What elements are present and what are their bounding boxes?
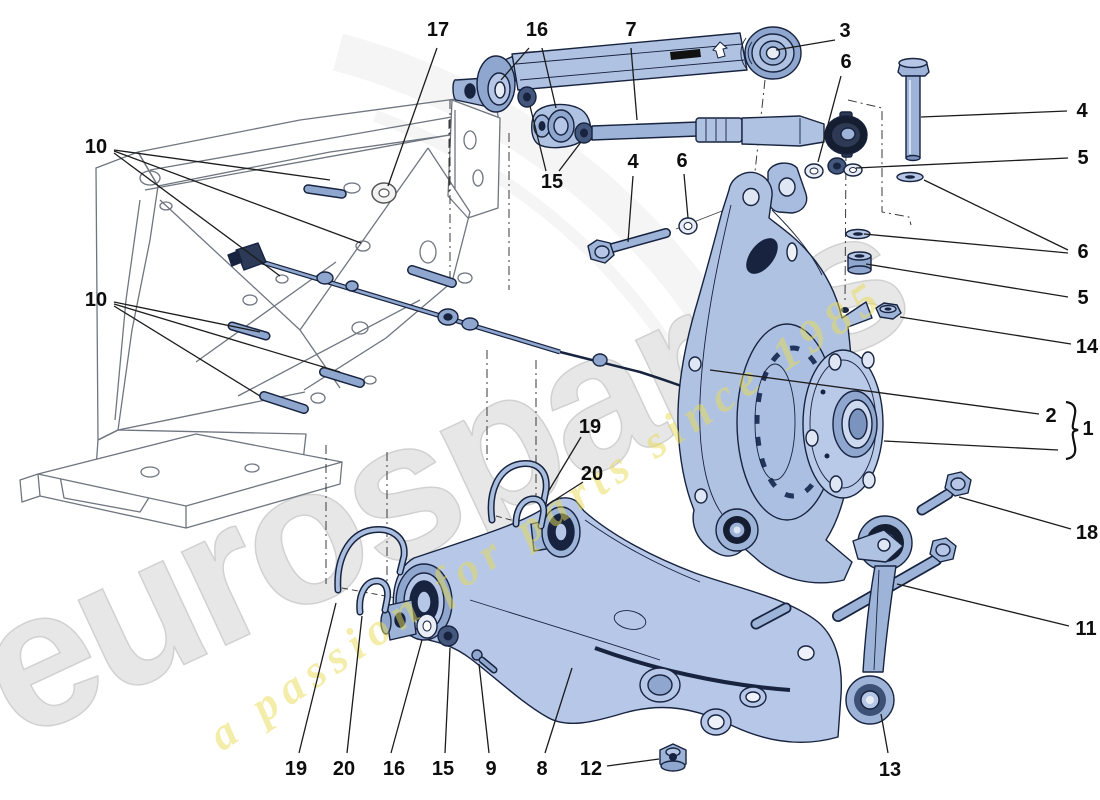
part-callout-6: 6	[840, 51, 851, 73]
leader-line	[775, 39, 836, 51]
part-callout-16: 16	[383, 758, 405, 780]
leader-line	[627, 175, 634, 243]
leader-line	[865, 263, 1069, 298]
rear-knuckle	[677, 162, 884, 584]
bolt-4-center	[587, 199, 751, 264]
leader-line	[899, 316, 1072, 345]
part-callout-8: 8	[536, 758, 547, 780]
leader-line	[896, 583, 1070, 627]
retainer-clips	[334, 460, 550, 616]
leader-line	[113, 150, 362, 244]
part-callout-6: 6	[1077, 241, 1088, 263]
part-callout-16: 16	[526, 19, 548, 41]
leader-line	[541, 47, 557, 109]
part-callout-5: 5	[1077, 287, 1088, 309]
leader-line	[298, 602, 337, 754]
lower-suspension-arm	[380, 497, 843, 772]
part-callout-7: 7	[625, 19, 636, 41]
part-callout-4: 4	[1076, 100, 1088, 122]
part-callout-15: 15	[541, 171, 563, 193]
leader-line	[113, 149, 331, 181]
leader-line	[113, 301, 261, 333]
leader-line	[500, 47, 530, 81]
part-callout-19: 19	[285, 758, 307, 780]
leader-line	[630, 47, 638, 121]
callout-brace	[1065, 400, 1079, 461]
leader-line	[817, 75, 842, 163]
leader-line	[863, 233, 1069, 254]
leader-line	[529, 105, 547, 172]
part-callout-5: 5	[1077, 147, 1088, 169]
part-callout-12: 12	[580, 758, 602, 780]
part-callout-13: 13	[879, 759, 901, 781]
leader-line	[558, 141, 582, 172]
callout-layer: 17 16 7 3 6 10 10 15 4 6 4 5 6 5 14 2 1 18 11 13 12 19 20 19 20 1…	[85, 19, 1099, 781]
leader-line	[544, 667, 573, 754]
leader-line	[958, 496, 1072, 530]
leader-line	[920, 110, 1068, 118]
adjustable-link-7	[531, 103, 868, 179]
part-callout-9: 9	[485, 758, 496, 780]
leader-line	[880, 713, 889, 754]
abs-sensor-cable	[227, 242, 705, 398]
part-callout-10: 10	[85, 136, 107, 158]
part-callout-18: 18	[1076, 522, 1098, 544]
leader-line	[113, 305, 261, 397]
leader-line	[709, 369, 1040, 415]
part-callout-19: 19	[579, 416, 601, 438]
part-callout-20: 20	[581, 463, 603, 485]
leader-line	[444, 647, 451, 754]
part-callout-15: 15	[432, 758, 454, 780]
part-callout-6: 6	[676, 150, 687, 172]
subframe-wireframe	[19, 95, 501, 529]
leader-line	[547, 436, 582, 493]
leader-line	[387, 47, 438, 187]
part-callout-17: 17	[427, 19, 449, 41]
part-callout-11: 11	[1075, 618, 1096, 640]
part-callout-20: 20	[333, 758, 355, 780]
leader-line	[606, 758, 660, 767]
toe-link-assembly	[750, 471, 972, 725]
part-callout-2: 2	[1045, 405, 1056, 427]
leader-line	[113, 152, 281, 277]
leader-line	[346, 615, 363, 754]
leader-line	[478, 663, 490, 754]
part-callout-1: 1	[1082, 418, 1093, 440]
leader-line	[390, 639, 423, 754]
washer-17	[371, 182, 397, 204]
part-callout-3: 3	[839, 20, 850, 42]
part-callout-14: 14	[1076, 336, 1099, 358]
leader-line	[113, 303, 341, 373]
leader-line	[546, 481, 584, 506]
leader-line	[883, 440, 1059, 451]
leader-line	[683, 173, 689, 219]
leader-line	[855, 157, 1069, 169]
leader-line	[923, 179, 1069, 251]
part-callout-10: 10	[85, 289, 107, 311]
part-callout-4: 4	[627, 151, 639, 173]
bolt-4-right-stack	[845, 57, 930, 320]
